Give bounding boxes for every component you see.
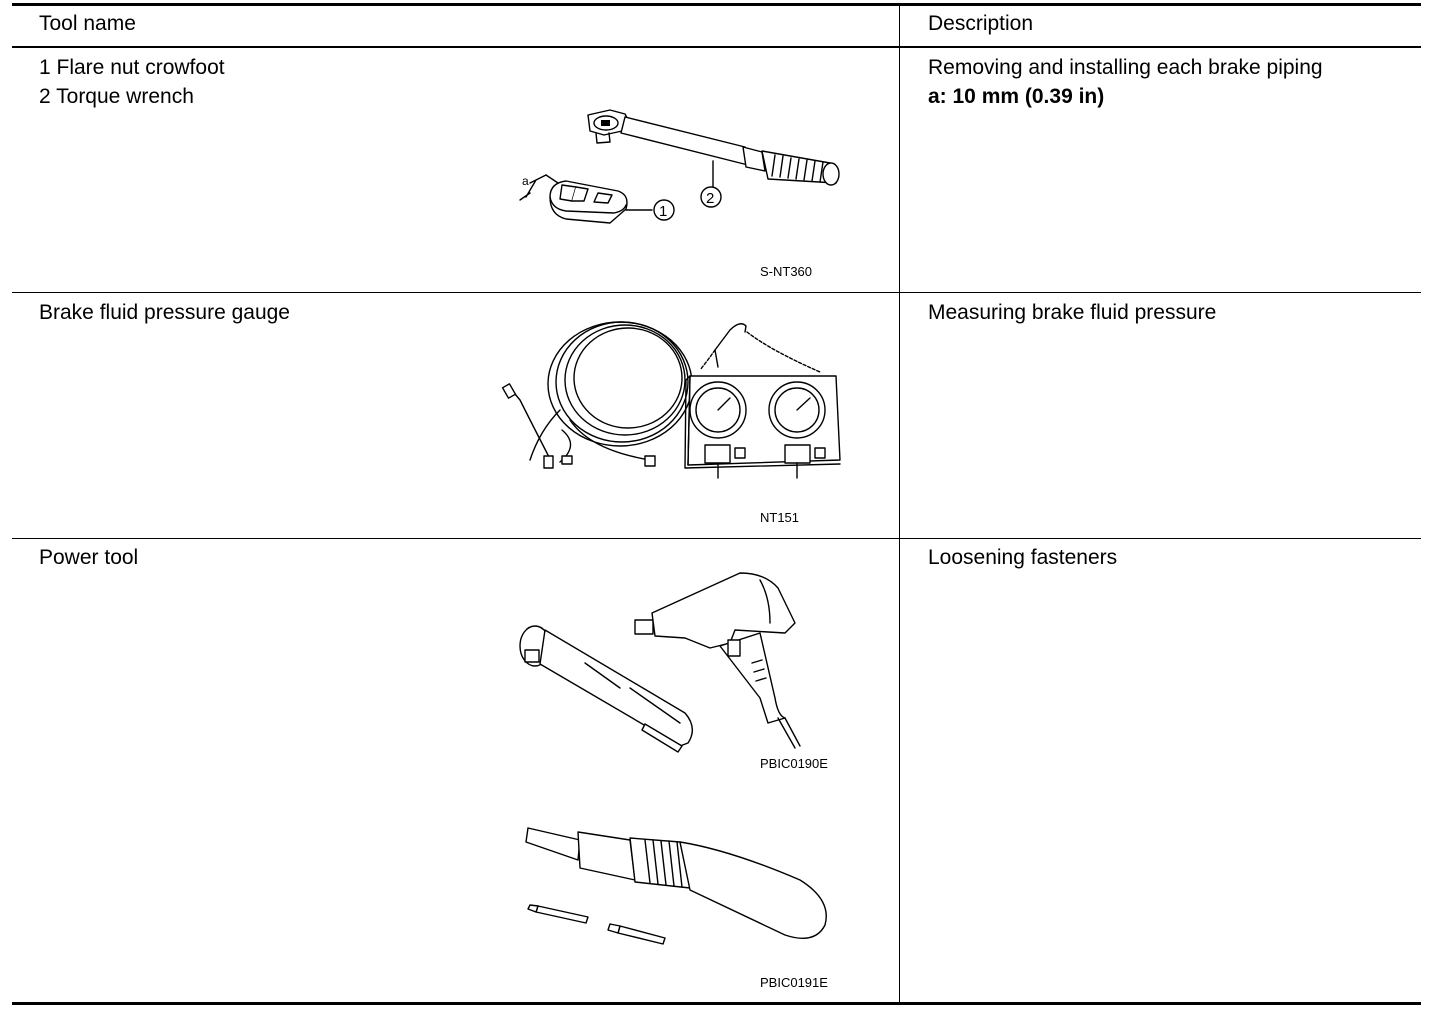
screwdriver-illustration <box>525 827 827 945</box>
row-1-tool-line-2: 2 Torque wrench <box>39 85 194 108</box>
row-1-image-code: S-NT360 <box>760 264 813 279</box>
row-1-bottom-border <box>12 292 1421 293</box>
row-2-image-code: NT151 <box>760 510 800 525</box>
row-2-bottom-border <box>12 538 1421 539</box>
column-divider <box>899 5 900 1003</box>
air-tools-illustration <box>519 572 801 753</box>
driver-bits-icon <box>527 904 666 945</box>
row-1-description: Removing and installing each brake pipin… <box>928 56 1323 79</box>
torque-wrench-icon <box>587 109 840 186</box>
row-2-tool-line-1: Brake fluid pressure gauge <box>39 301 290 324</box>
air-ratchet-icon <box>519 625 693 753</box>
row-3-tool-line-1: Power tool <box>39 546 139 569</box>
callout-1-circle <box>653 199 675 221</box>
row-3-description: Loosening fasteners <box>928 546 1118 569</box>
power-screwdriver-icon <box>525 827 827 939</box>
table-top-border <box>12 3 1421 6</box>
header-description: Description <box>928 12 1034 35</box>
gauge-board-icon <box>684 323 841 479</box>
row-1-tool-line-1: 1 Flare nut crowfoot <box>39 56 225 79</box>
flare-nut-crowfoot-icon <box>519 174 628 224</box>
hose-coil-icon <box>501 321 693 469</box>
callout-2-circle <box>700 186 722 208</box>
row-1-description-spec: a: 10 mm (0.39 in) <box>928 85 1105 108</box>
callout-2: 2 <box>706 190 714 207</box>
brake-fluid-pressure-gauge-illustration <box>501 321 841 479</box>
row-2-description: Measuring brake fluid pressure <box>928 301 1217 324</box>
header-tool-name: Tool name <box>39 12 136 35</box>
callout-a: a <box>522 174 529 188</box>
impact-wrench-icon <box>634 572 801 749</box>
callout-1: 1 <box>659 203 667 220</box>
row-3-image-code-2: PBIC0191E <box>760 975 828 990</box>
torque-wrench-crowfoot-illustration: a 1 2 <box>519 109 840 224</box>
table-bottom-border <box>12 1002 1421 1005</box>
row-3-image-code-1: PBIC0190E <box>760 756 828 771</box>
header-bottom-border <box>12 46 1421 48</box>
